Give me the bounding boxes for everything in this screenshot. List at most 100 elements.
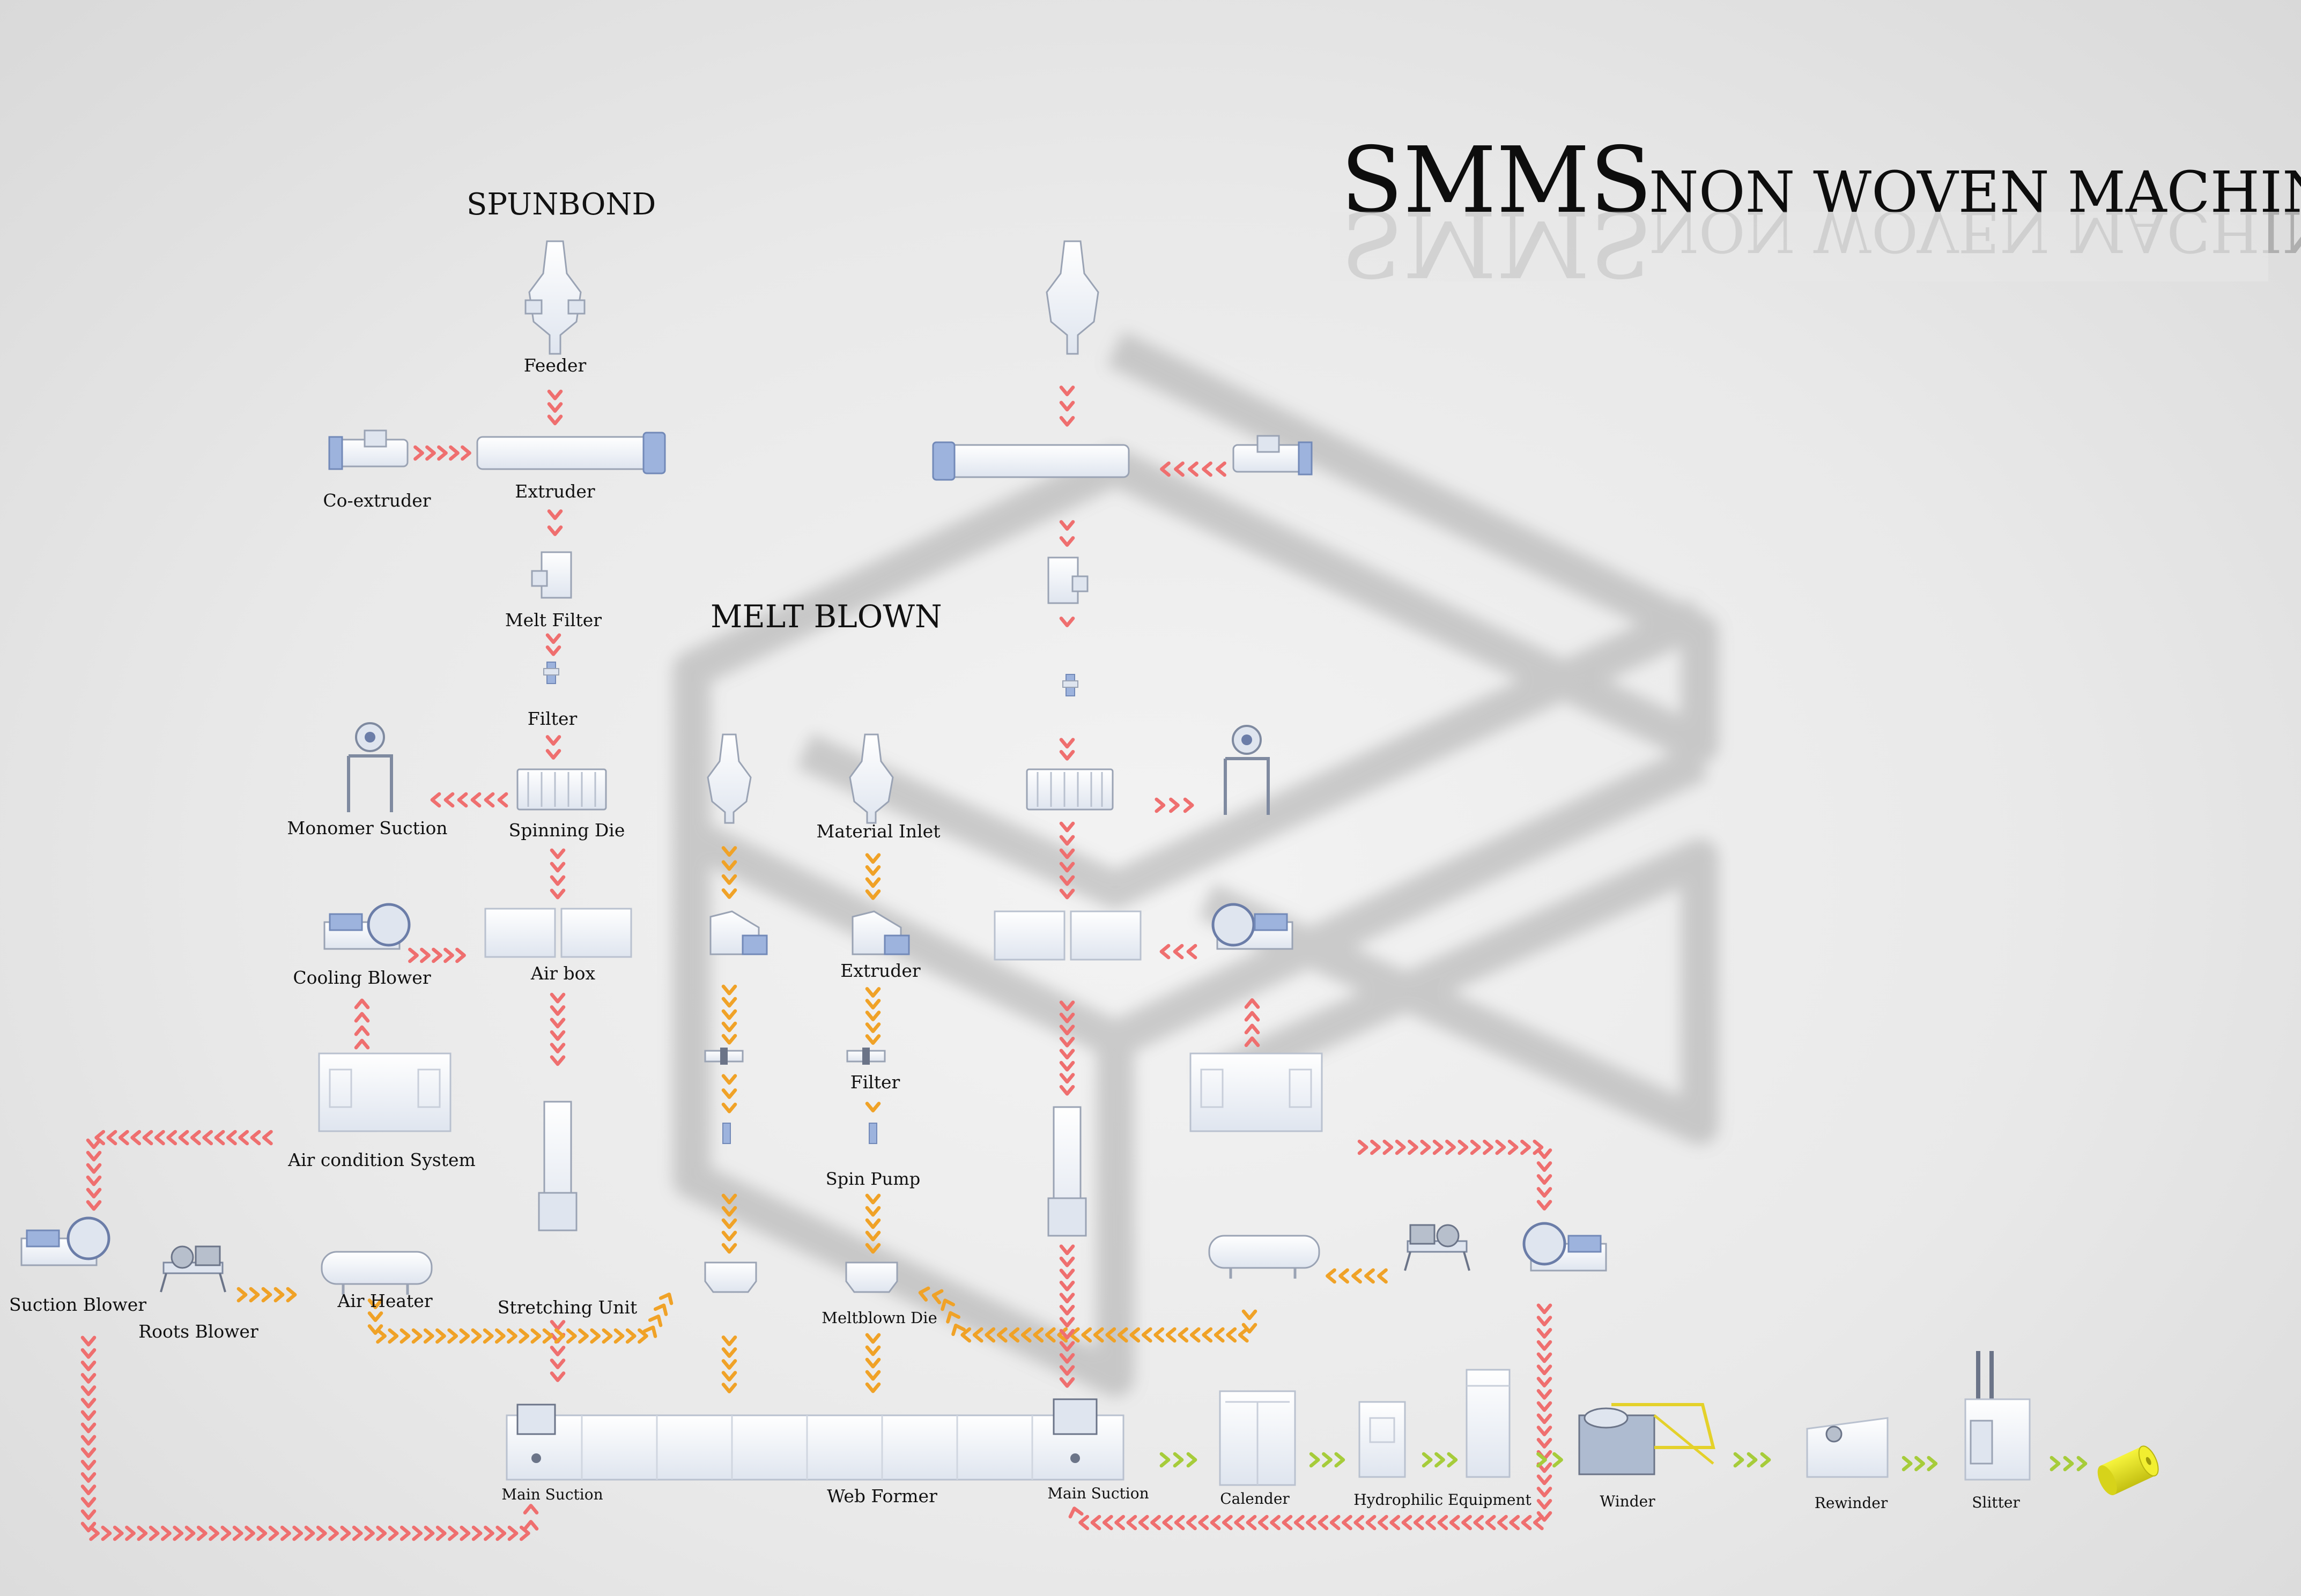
page-title: SMMS NON WOVEN MACHINE SMMS NON WOVEN MA…: [1330, 128, 2301, 296]
flow-mb2-filter-pump: [865, 1102, 881, 1112]
flow-airbox-stretch-right: [1059, 1000, 1075, 1096]
label-filter-meltblown: Filter: [850, 1072, 900, 1093]
flow-feeder-extruder: [547, 389, 563, 426]
flow-cooling-airbox: [408, 947, 466, 963]
flow-main-suction-right: [1068, 1303, 1552, 1531]
cooling-blower-icon: [323, 903, 411, 950]
label-extruder-spunbond: Extruder: [515, 481, 595, 502]
filter-icon: [543, 662, 559, 684]
flow-die-airbox-right: [1059, 821, 1075, 900]
label-suction-blower: Suction Blower: [9, 1294, 146, 1315]
winder-icon: [1578, 1403, 1715, 1475]
flow-roots-heater: [236, 1287, 297, 1303]
extruder-icon: [709, 910, 768, 955]
feeder-hopper-icon: [524, 240, 586, 355]
flow-die-monomer-right: [1155, 797, 1194, 813]
extruder-icon: [852, 910, 910, 955]
flow-mb2-die-former: [865, 1333, 881, 1393]
flow-coextruder-extruder: [413, 445, 471, 461]
label-spin-pump: Spin Pump: [826, 1169, 920, 1189]
flow-hydrophilic-winder: [1536, 1452, 1563, 1468]
flow-meltfilter-filter-right: [1059, 617, 1075, 627]
flow-ac-cooling: [354, 998, 370, 1050]
suction-blower-icon: [20, 1216, 110, 1266]
air-box-icon: [994, 910, 1142, 961]
meltblown-die-icon: [845, 1261, 898, 1293]
label-co-extruder: Co-extruder: [323, 490, 431, 511]
flow-winder-rewinder: [1733, 1452, 1771, 1468]
flow-die-monomer: [430, 792, 508, 808]
label-melt-filter: Melt Filter: [505, 610, 602, 630]
flow-coextruder-extruder-right: [1160, 461, 1226, 477]
flow-die-airbox: [550, 848, 566, 900]
air-box-icon: [484, 908, 632, 958]
flow-heater-stretch: [367, 1293, 674, 1344]
extruder-icon: [476, 432, 666, 474]
monomer-suction-icon: [1224, 725, 1270, 815]
flow-ac-cooling-right: [1244, 998, 1260, 1048]
flow-mb2-inlet-extruder: [865, 853, 881, 900]
label-air-condition: Air condition System: [287, 1149, 476, 1170]
flow-filter-die: [545, 735, 561, 760]
label-monomer-suction: Monomer Suction: [287, 818, 447, 838]
flow-mb1-extruder-filter: [721, 984, 737, 1045]
flow-extruder-meltfilter-right: [1059, 520, 1075, 547]
rewinder-icon: [1806, 1417, 1889, 1478]
suction-blower-icon: [1522, 1222, 1607, 1272]
flow-main-suction-left: [80, 1335, 539, 1541]
melt-filter-icon: [531, 551, 572, 599]
spinning-die-icon: [516, 768, 607, 811]
spin-pump-icon: [722, 1123, 731, 1144]
label-main-suction-right: Main Suction: [1047, 1484, 1149, 1502]
label-slitter: Slitter: [1972, 1494, 2020, 1511]
flow-ac-suction-right: [1357, 1139, 1552, 1211]
feeder-hopper-icon: [1046, 240, 1099, 355]
roots-blower-icon: [1404, 1224, 1470, 1271]
air-condition-unit-icon: [318, 1052, 452, 1132]
label-air-box: Air box: [530, 963, 596, 984]
extruder-icon: [932, 441, 1130, 481]
nonwoven-roll-icon: [2097, 1445, 2159, 1495]
air-heater-icon: [321, 1251, 433, 1295]
label-rewinder: Rewinder: [1815, 1494, 1888, 1512]
flow-mb1-pump-die: [721, 1193, 737, 1254]
label-material-inlet: Material Inlet: [817, 821, 941, 842]
label-feeder: Feeder: [524, 355, 587, 376]
web-former-icon: [506, 1398, 1124, 1481]
flow-mb1-inlet-extruder: [721, 846, 737, 899]
filter-icon: [704, 1048, 744, 1065]
label-filter-spunbond: Filter: [528, 708, 578, 729]
label-spinning-die: Spinning Die: [509, 820, 625, 841]
flow-mb2-extruder-filter: [865, 987, 881, 1045]
filter-icon: [1062, 674, 1078, 696]
flow-mb2-pump-die: [865, 1193, 881, 1254]
label-hydrophilic: Hydrophilic Equipment: [1353, 1491, 1531, 1509]
spinning-die-icon: [1026, 768, 1114, 811]
flow-heater-mbdie: [918, 1286, 1257, 1343]
label-calender: Calender: [1220, 1490, 1290, 1508]
flow-ac-suction: [86, 1130, 273, 1211]
label-air-heater: Air Heater: [337, 1290, 432, 1311]
flow-airbox-stretch: [550, 992, 566, 1066]
label-winder: Winder: [1600, 1493, 1655, 1510]
calender-icon: [1219, 1390, 1296, 1486]
feeder-hopper-icon: [707, 733, 752, 824]
spin-pump-icon: [869, 1123, 877, 1144]
flow-cooling-airbox-right: [1159, 944, 1197, 960]
roots-blower-icon: [160, 1245, 226, 1293]
stretching-unit-icon: [1047, 1106, 1087, 1237]
meltblown-die-icon: [704, 1261, 757, 1293]
section-meltblown: MELT BLOWN: [711, 598, 942, 635]
label-main-suction-left: Main Suction: [501, 1486, 603, 1503]
label-stretching-unit: Stretching Unit: [498, 1297, 637, 1318]
flow-hydrophilic-dryer: [1422, 1452, 1458, 1468]
stretching-unit-icon: [538, 1101, 578, 1231]
flow-mb1-filter-pump: [721, 1074, 737, 1114]
air-heater-icon: [1208, 1235, 1320, 1279]
flow-meltfilter-filter: [545, 633, 561, 656]
label-meltblown-die: Meltblown Die: [822, 1309, 937, 1327]
flow-extruder-meltfilter: [547, 509, 563, 536]
label-cooling-blower: Cooling Blower: [293, 967, 431, 988]
cooling-blower-icon: [1211, 903, 1293, 950]
